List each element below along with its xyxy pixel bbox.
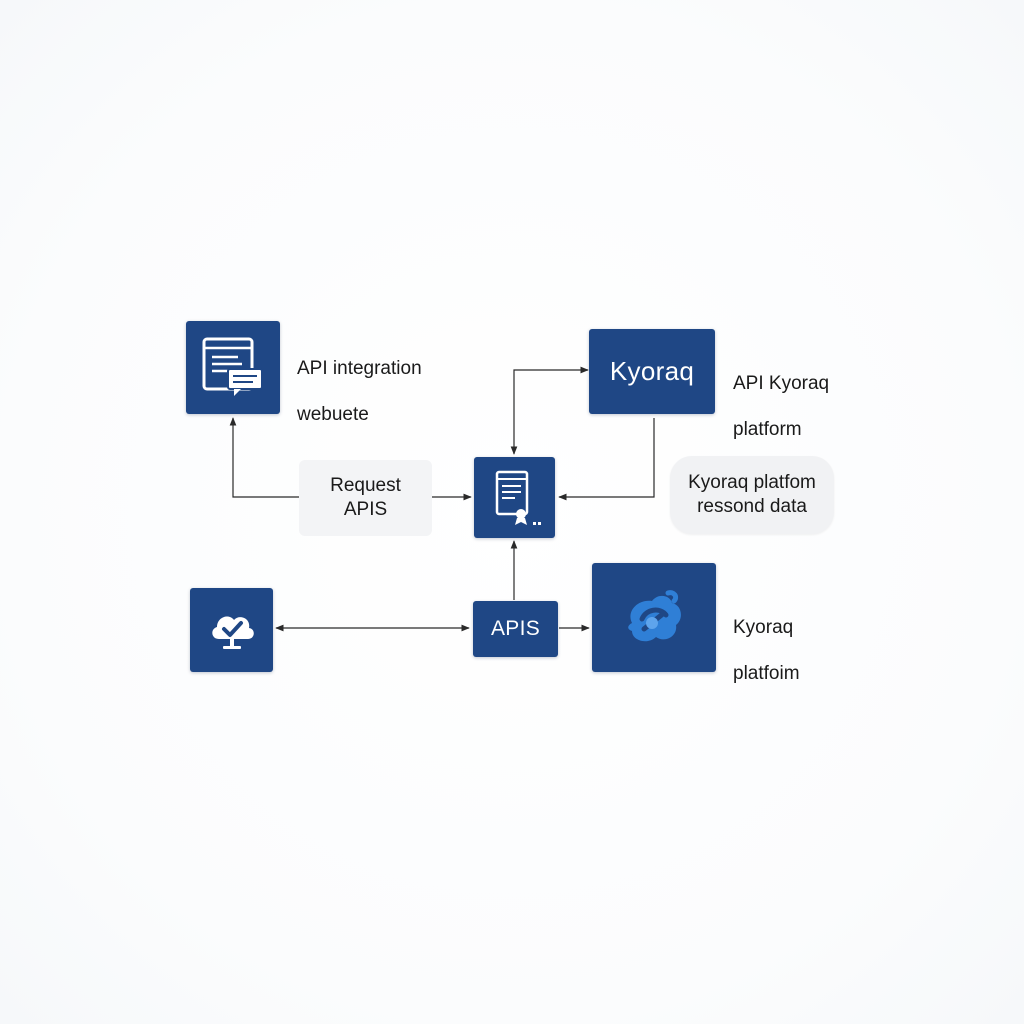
apis-node-text: APIS xyxy=(490,617,541,640)
cloud-check-icon xyxy=(205,603,259,657)
kyoraq-top-label: API Kyoraq platform xyxy=(733,373,830,440)
browser-window-chat-icon xyxy=(198,333,268,403)
website-node xyxy=(186,321,280,414)
kyoraq-top-node-text: Kyoraq xyxy=(609,356,695,386)
connector-kyoraq-to-document xyxy=(558,418,655,501)
platform-swirl-icon xyxy=(612,583,696,653)
website-label: API integration webuete xyxy=(297,358,422,425)
document-certificate-icon xyxy=(487,468,543,528)
document-node xyxy=(474,457,555,538)
platform-label: Kyoraq platfoim xyxy=(733,617,800,684)
request-apis-pill: Request APIS xyxy=(299,460,432,536)
apis-node: APIS xyxy=(473,601,558,657)
connector-document-kyoraq xyxy=(510,366,589,455)
kyoraq-top-node: Kyoraq xyxy=(589,329,715,414)
cloud-node xyxy=(190,588,273,672)
platform-node xyxy=(592,563,716,672)
connector-request-to-website xyxy=(229,417,299,498)
response-data-pill: Kyoraq platfom ressond data xyxy=(670,456,834,534)
